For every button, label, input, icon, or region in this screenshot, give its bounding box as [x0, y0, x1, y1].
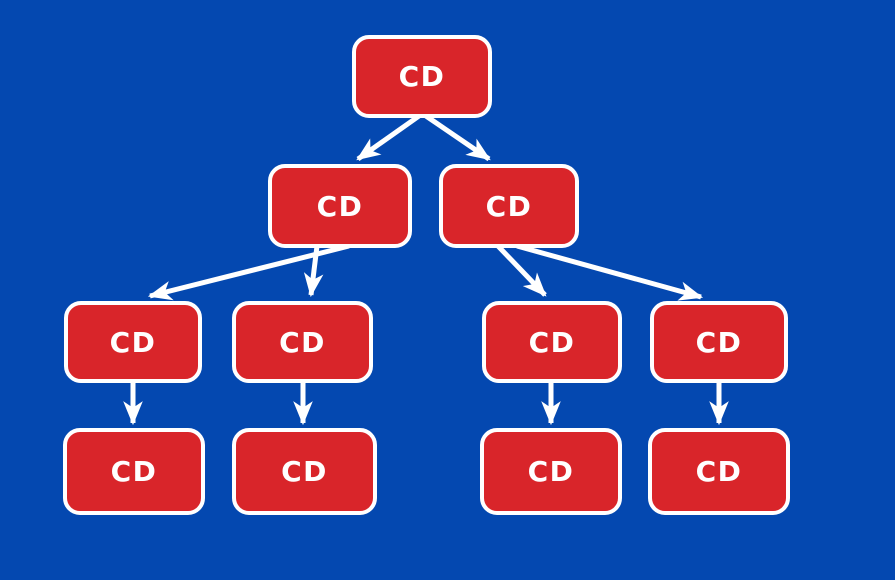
tree-node-l4-3: CD [480, 428, 622, 515]
tree-node-l4-2: CD [232, 428, 377, 515]
tree-node-l3-3: CD [482, 301, 622, 383]
tree-node-l3-1: CD [64, 301, 202, 383]
edge-l2-left-l3-2 [303, 245, 324, 298]
edge-l2-left-l3-1 [147, 243, 350, 301]
tree-node-l3-4: CD [650, 301, 788, 383]
tree-node-l4-1: CD [63, 428, 205, 515]
tree-node-l2-left: CD [268, 164, 412, 248]
tree-node-l3-2: CD [232, 301, 373, 383]
edge-l2-right-l3-3 [496, 244, 547, 297]
edge-root-l2-right [424, 113, 491, 162]
tree-node-root: CD [352, 35, 492, 118]
edge-l2-right-l3-4 [516, 243, 704, 301]
tree-node-l4-4: CD [648, 428, 790, 515]
edge-root-l2-left [356, 113, 421, 162]
tree-node-l2-right: CD [439, 164, 579, 248]
